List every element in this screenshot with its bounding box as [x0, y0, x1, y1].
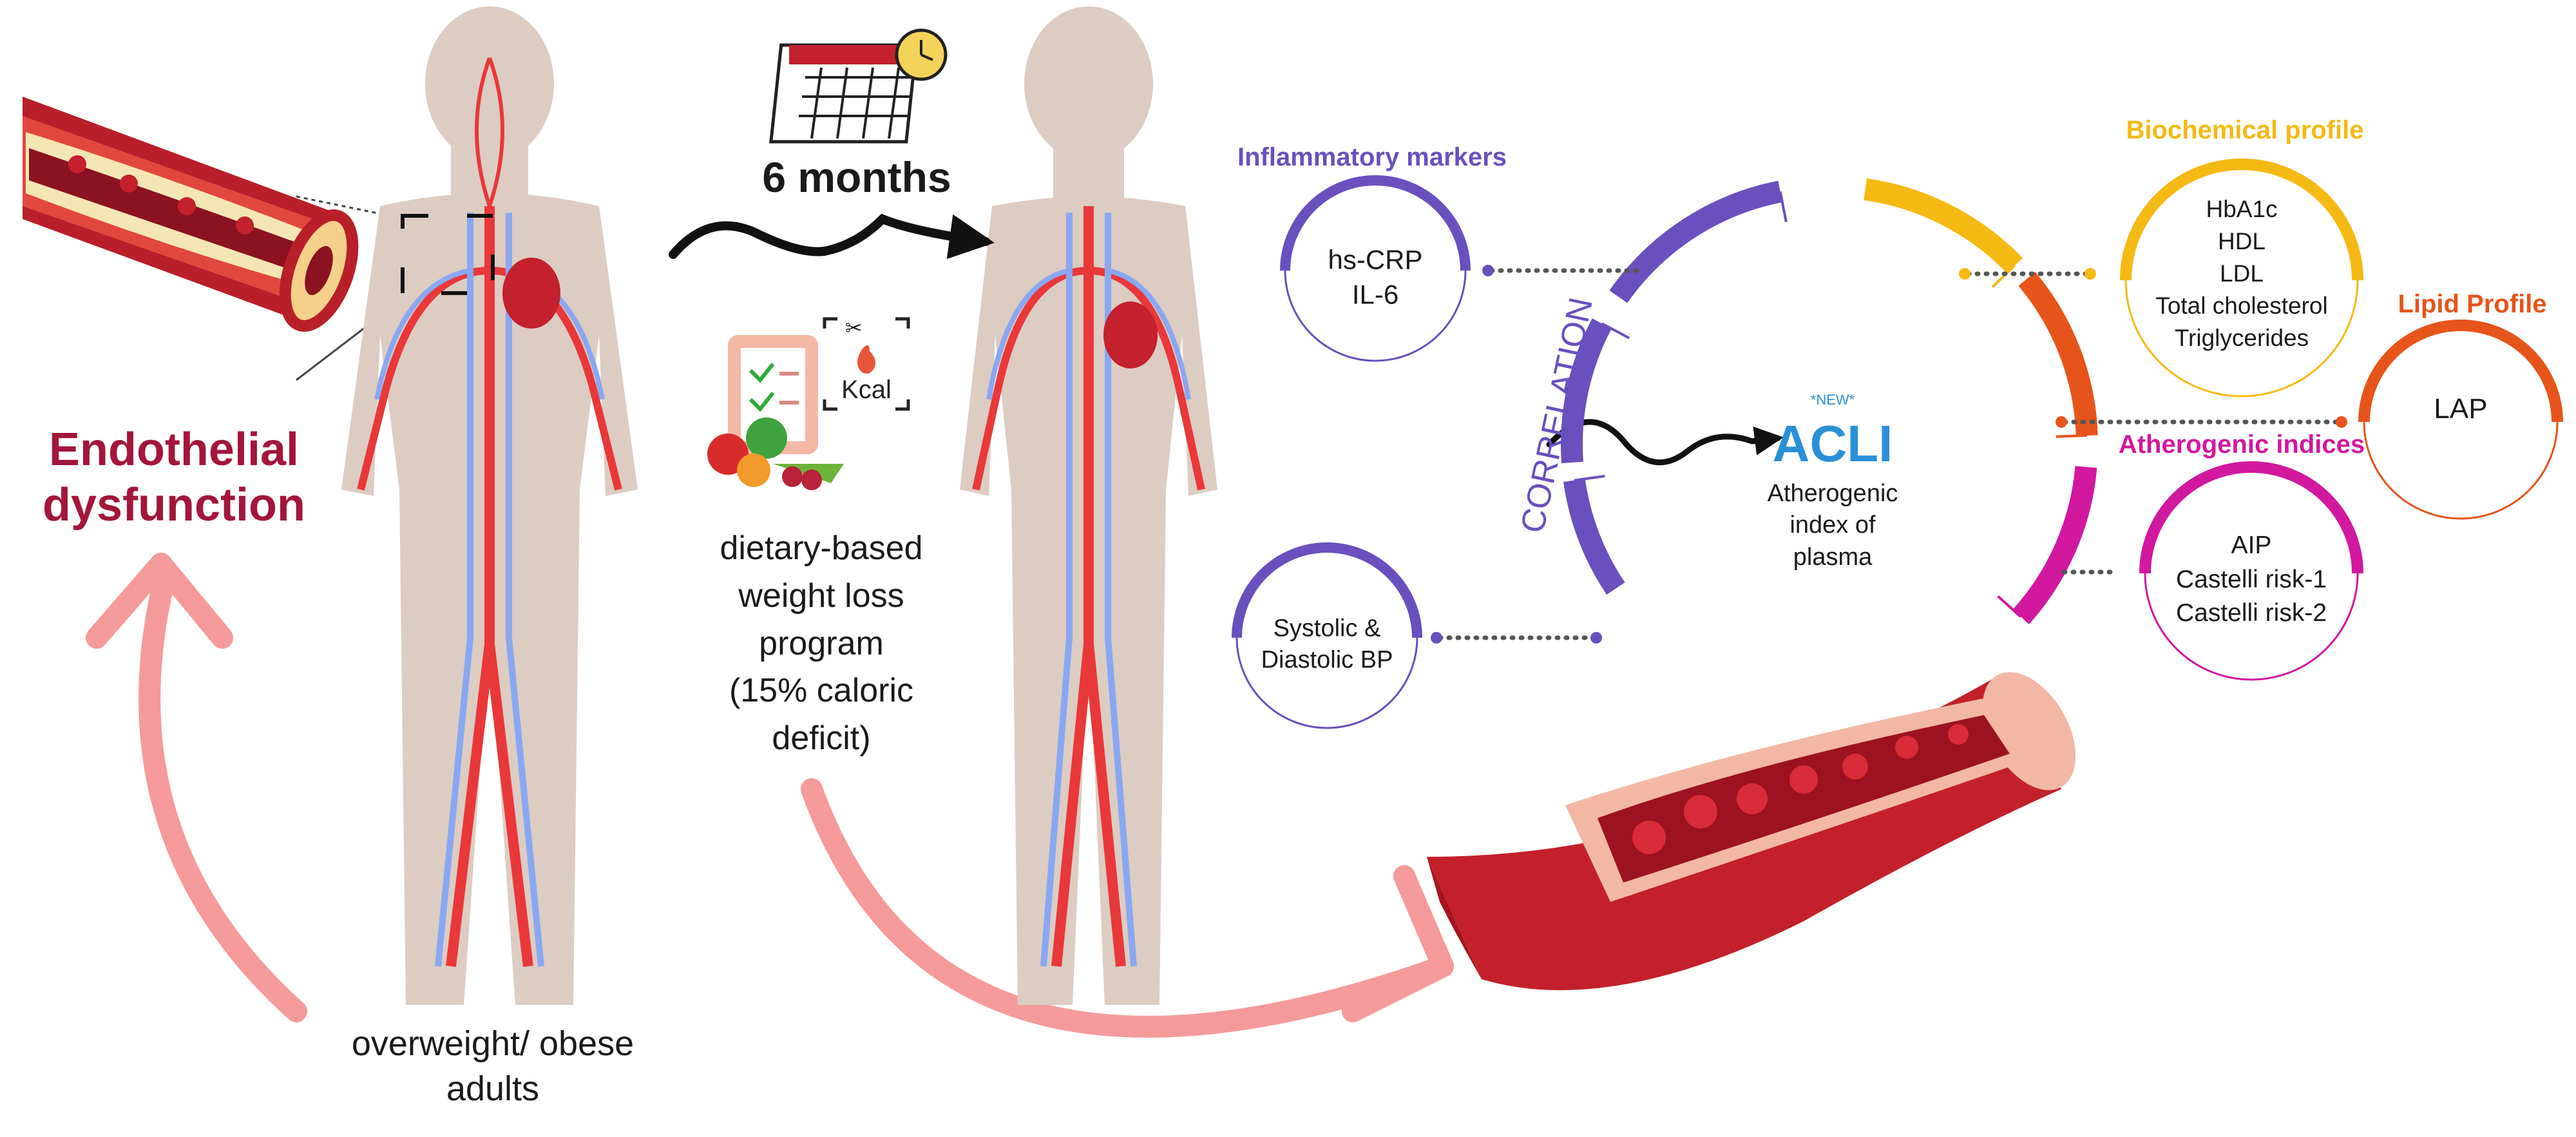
dotted-connectors	[1431, 265, 2347, 644]
body-silhouette-before	[341, 6, 638, 1005]
ring-segment-top-left-tick	[1779, 191, 1788, 222]
program-line-2: weight loss	[738, 577, 904, 615]
ring-segment-left-lower	[1563, 479, 1625, 595]
lipid-item: LAP	[2434, 392, 2488, 425]
inflammatory-item: IL-6	[1351, 279, 1399, 309]
broccoli-icon	[746, 417, 787, 459]
acli-title: ACLI	[1772, 415, 1893, 472]
biochemical-item: Total cholesterol	[2155, 292, 2328, 319]
inflammatory-list: hs-CRP IL-6	[1328, 242, 1422, 312]
biochemical-list: HbA1c HDL LDL Total cholesterol Triglyce…	[2155, 193, 2327, 354]
ring-segment-right-upper-tick	[2056, 434, 2087, 438]
acli-description: Atherogenic index of plasma	[1768, 478, 1898, 573]
inflammatory-title: Inflammatory markers	[1237, 143, 1507, 171]
ring-segment-right-upper	[2018, 271, 2098, 436]
inflammatory-item: hs-CRP	[1328, 244, 1423, 275]
kcal-icon: ✂ Kcal	[823, 316, 910, 411]
lipid-title: Lipid Profile	[2398, 290, 2547, 318]
circle-inflammatory	[1280, 175, 1471, 362]
atherogenic-item: Castelli risk-2	[2175, 599, 2327, 627]
bp-list: Systolic & Diastolic BP	[1261, 613, 1393, 675]
pink-curved-arrow-bottom	[801, 778, 1454, 1038]
kcal-label: Kcal	[841, 376, 892, 404]
biochemical-item: HDL	[2217, 228, 2266, 255]
body-silhouette-after	[960, 6, 1217, 1005]
lipid-list: LAP	[2434, 391, 2487, 427]
atherogenic-item: Castelli risk-1	[2175, 565, 2327, 593]
squiggle-arrow-correlation	[1546, 419, 1784, 466]
endothelial-line-2: dysfunction	[43, 479, 305, 531]
population-line-1: overweight/ obese	[351, 1024, 634, 1063]
heart-icon	[502, 258, 560, 329]
program-line-4: (15% caloric	[729, 672, 914, 710]
program-label: dietary-based weight loss program (15% c…	[720, 525, 922, 763]
artery-illustration	[1427, 672, 2076, 991]
heart-icon	[1103, 301, 1158, 368]
acli-desc-line: index of	[1789, 511, 1876, 539]
atherogenic-list: AIP Castelli risk-1 Castelli risk-2	[2176, 529, 2327, 631]
calendar-icon	[769, 28, 948, 144]
scissors-icon: ✂	[845, 316, 863, 340]
biochemical-title: Biochemical profile	[2126, 116, 2364, 144]
acli-desc-line: plasma	[1793, 543, 1873, 571]
ring-segment-top-right-tick	[1991, 264, 2016, 288]
acli-central-ring	[1561, 178, 2098, 625]
biochemical-item: LDL	[2220, 260, 2264, 287]
circle-atherogenic	[2139, 461, 2363, 681]
artery-plaque-illustration	[23, 97, 359, 332]
focus-bracket	[401, 214, 495, 295]
program-line-1: dietary-based	[720, 530, 923, 567]
endothelial-dysfunction-label: Endothelial dysfunction	[43, 422, 305, 533]
program-line-5: deficit)	[772, 720, 871, 758]
program-line-3: program	[759, 624, 884, 662]
ring-segment-right-lower-tick	[1997, 595, 2022, 618]
biochemical-item: Triglycerides	[2174, 324, 2309, 351]
acli-desc-line: Atherogenic	[1767, 480, 1898, 507]
flame-icon	[857, 345, 875, 374]
ring-segment-left-lower-tick	[1574, 475, 1605, 482]
atherogenic-title: Atherogenic indices	[2118, 430, 2365, 459]
endothelial-line-1: Endothelial	[48, 424, 300, 475]
population-label: overweight/ obese adults	[352, 1021, 634, 1111]
population-line-2: adults	[446, 1069, 540, 1109]
squiggle-arrow-6months	[669, 213, 995, 260]
ring-segment-top-left	[1609, 180, 1782, 303]
bp-line: Diastolic BP	[1261, 646, 1393, 673]
circle-blood-pressure	[1232, 542, 1422, 729]
biochemical-item: HbA1c	[2206, 196, 2278, 223]
circle-lipid	[2358, 320, 2563, 520]
ring-segment-left-mid	[1561, 318, 1612, 464]
atherogenic-item: AIP	[2231, 531, 2272, 560]
diet-plan-icon	[707, 335, 844, 490]
bp-line: Systolic &	[1273, 615, 1381, 642]
ring-segment-right-lower	[2012, 466, 2097, 625]
ring-segment-top-right	[1864, 178, 2023, 274]
acli-new-tag: *NEW*	[1810, 392, 1855, 408]
circle-biochemical	[2120, 158, 2363, 397]
duration-label: 6 months	[762, 153, 951, 201]
pink-curved-arrow-left	[86, 553, 307, 1022]
ring-segment-left-mid-tick	[1601, 322, 1630, 339]
